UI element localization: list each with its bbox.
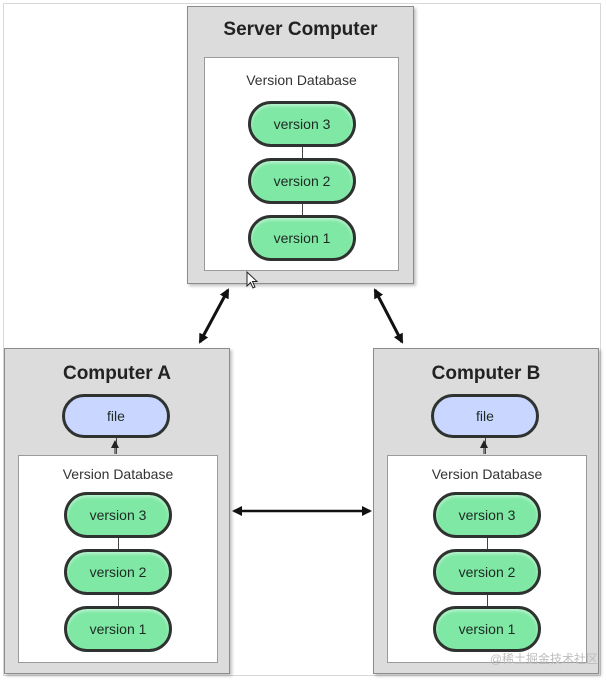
computer-a-file: file (62, 394, 170, 438)
computer-b-version-1: version 1 (433, 606, 541, 652)
watermark: @稀土掘金技术社区 (489, 652, 598, 666)
computer-b-db-label: Version Database (431, 466, 543, 482)
server-db-label: Version Database (246, 72, 357, 88)
computer-a: Computer A file Version Database version… (4, 348, 230, 674)
server-computer: Server Computer Version Database version… (187, 6, 414, 284)
computer-b: Computer B file Version Database version… (373, 348, 599, 674)
computer-a-version-2: version 2 (64, 549, 172, 595)
computer-a-db-label: Version Database (62, 466, 174, 482)
server-version-database: Version Database version 3 version 2 ver… (204, 57, 399, 271)
computer-b-version-database: Version Database version 3 version 2 ver… (387, 455, 587, 663)
server-version-3: version 3 (248, 101, 356, 147)
server-title: Server Computer (223, 19, 378, 40)
computer-b-version-3: version 3 (433, 492, 541, 538)
computer-a-version-3: version 3 (64, 492, 172, 538)
arrow-server-computer-a (198, 288, 230, 344)
arrow-server-computer-b (373, 288, 404, 344)
computer-b-file: file (431, 394, 539, 438)
diagram-frame (3, 3, 601, 676)
computer-b-title: Computer B (431, 363, 541, 384)
server-version-1: version 1 (248, 215, 356, 261)
cursor-icon (246, 270, 259, 289)
server-version-2: version 2 (248, 158, 356, 204)
computer-a-title: Computer A (62, 363, 172, 384)
computer-a-version-database: Version Database version 3 version 2 ver… (18, 455, 218, 663)
computer-a-version-1: version 1 (64, 606, 172, 652)
computer-b-version-2: version 2 (433, 549, 541, 595)
